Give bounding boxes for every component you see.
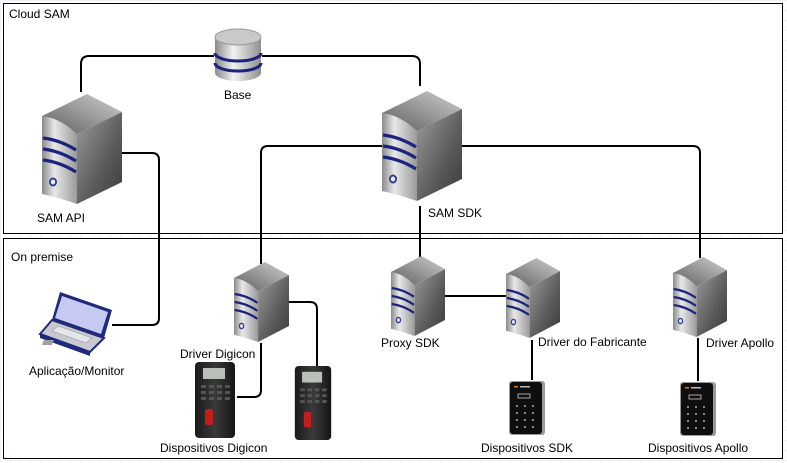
server-icon[interactable] [42,94,122,204]
laptop-icon[interactable] [38,290,114,358]
connector-samsdk-driverapollo[interactable] [458,145,701,258]
proxy-sdk-label: Proxy SDK [381,336,440,350]
connector-base-samsdk[interactable] [262,55,421,86]
server-icon[interactable] [391,256,445,336]
keypad-reader-icon[interactable] [679,381,717,437]
base-label: Base [224,88,252,102]
keypad-reader-icon[interactable] [508,380,546,436]
driver-fabricante-label: Driver do Fabricante [538,335,647,349]
disp-sdk-label: Dispositivos SDK [481,441,574,455]
disp-apollo-label: Dispositivos Apollo [648,441,749,455]
app-monitor-label: Aplicação/Monitor [29,364,125,378]
zone-on-premise-title: On premise [11,250,74,264]
database-icon[interactable] [213,27,263,85]
biometric-terminal-icon[interactable] [193,361,237,439]
driver-apollo-label: Driver Apollo [706,336,775,350]
connector-driverdigicon-disp1[interactable] [237,343,262,398]
server-icon[interactable] [506,258,560,338]
server-icon[interactable] [234,262,289,342]
sam-api-label: SAM API [37,211,86,225]
connector-samapi-base[interactable] [80,55,214,92]
disp-digicon-label: Dispositivos Digicon [160,441,268,455]
biometric-terminal-icon[interactable] [293,365,333,441]
connector-samsdk-driverdigicon[interactable] [260,145,383,264]
server-icon[interactable] [382,86,462,206]
server-icon[interactable] [673,257,727,337]
sam-sdk-label: SAM SDK [428,206,483,220]
driver-digicon-label: Driver Digicon [180,347,256,361]
connector-driverdigicon-disp2[interactable] [287,301,318,367]
zone-cloud-sam-title: Cloud SAM [9,7,70,21]
connector-samapi-app[interactable] [112,152,160,326]
